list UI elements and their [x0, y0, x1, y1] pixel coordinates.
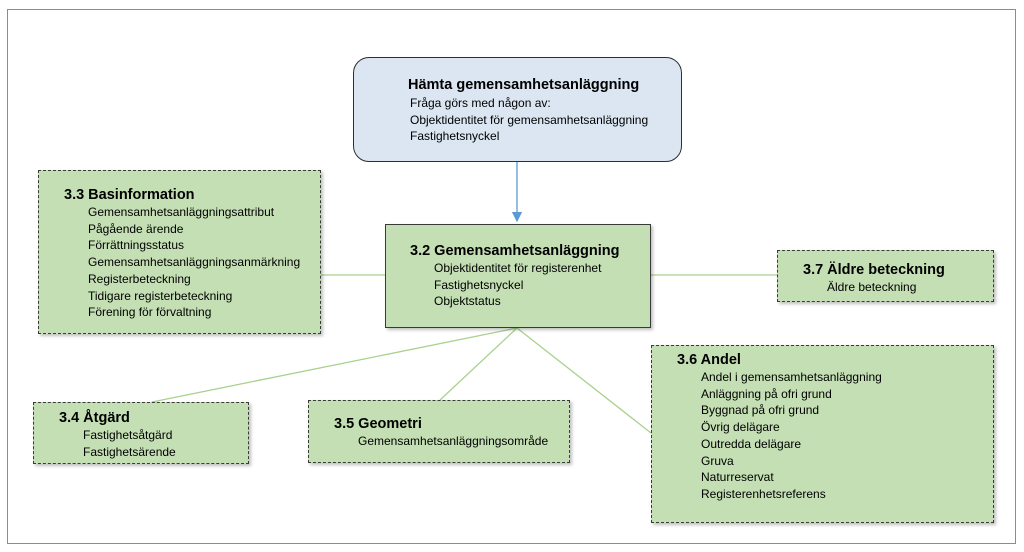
root-line: Fastighetsnyckel [410, 129, 500, 144]
connector-atgard [151, 327, 518, 403]
andel-title: 3.6 Andel [677, 352, 741, 368]
root-line: Objektidentitet för gemensamhetsanläggni… [410, 112, 649, 127]
atgard-title: 3.4 Åtgärd [59, 410, 130, 426]
andel-item: Övrig delägare [701, 420, 780, 435]
andel-item: Naturreservat [701, 470, 774, 485]
basinformation-item: Registerbeteckning [88, 271, 191, 286]
center-item: Objektstatus [434, 294, 501, 309]
basinformation-item: Gemensamhetsanläggningsanmärkning [88, 255, 301, 270]
atgard-box: 3.4 Åtgärd Fastighetsåtgärd Fastighetsär… [33, 402, 249, 464]
basinformation-item: Gemensamhetsanläggningsattribut [88, 205, 275, 219]
basinformation-box: 3.3 Basinformation Gemensamhetsanläggnin… [38, 170, 321, 334]
root-line: Fråga görs med någon av: [410, 96, 551, 110]
aldre-beteckning-item: Äldre beteckning [827, 280, 917, 294]
center-item: Fastighetsnyckel [434, 277, 524, 292]
atgard-item: Fastighetsärende [83, 444, 176, 459]
basinformation-item: Förening för förvaltning [88, 305, 212, 320]
basinformation-item: Tidigare registerbeteckning [88, 288, 233, 303]
basinformation-item: Pågående ärende [88, 221, 184, 236]
andel-item: Gruva [701, 453, 734, 468]
center-title: 3.2 Gemensamhetsanläggning [410, 243, 620, 259]
basinformation-item: Förrättningsstatus [88, 238, 185, 253]
andel-item: Andel i gemensamhetsanläggning [701, 370, 882, 384]
root-query-box: Hämta gemensamhetsanläggning Fråga görs … [353, 57, 682, 162]
aldre-beteckning-box: 3.7 Äldre beteckning Äldre beteckning [777, 250, 994, 302]
andel-item: Byggnad på ofri grund [701, 403, 820, 418]
geometri-box: 3.5 Geometri Gemensamhetsanläggningsområ… [308, 400, 570, 463]
geometri-title: 3.5 Geometri [334, 416, 422, 432]
geometri-item: Gemensamhetsanläggningsområde [358, 434, 549, 448]
connector-andel [516, 327, 652, 434]
andel-item: Registerenhetsreferens [701, 486, 826, 501]
basinformation-title: 3.3 Basinformation [64, 187, 195, 203]
andel-item: Outredda delägare [701, 436, 802, 451]
center-item: Objektidentitet för registerenhet [434, 261, 602, 275]
andel-item: Anläggning på ofri grund [701, 386, 832, 401]
center-entity-box: 3.2 Gemensamhetsanläggning Objektidentit… [385, 224, 651, 328]
aldre-beteckning-title: 3.7 Äldre beteckning [803, 262, 945, 278]
andel-box: 3.6 Andel Andel i gemensamhetsanläggning… [651, 345, 994, 523]
atgard-item: Fastighetsåtgärd [83, 428, 173, 442]
diagram-frame [7, 9, 1016, 544]
connector-geometri [439, 327, 518, 401]
root-title: Hämta gemensamhetsanläggning [408, 77, 640, 93]
